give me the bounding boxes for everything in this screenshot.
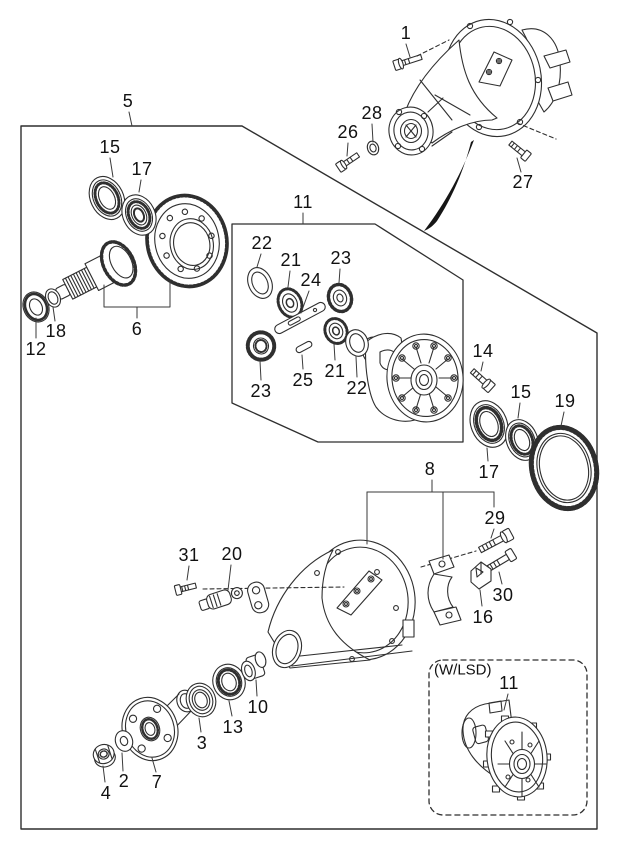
oil-seal-3-drawing	[185, 682, 217, 718]
callout-23-a: 23	[330, 248, 352, 268]
side-gear-21-lower-drawing	[323, 317, 349, 345]
callout-29: 29	[484, 508, 506, 528]
bolt-26-drawing	[335, 152, 361, 173]
bolt-31-drawing	[173, 582, 197, 596]
bearing-13-drawing	[212, 663, 246, 701]
callout-6: 6	[131, 319, 143, 339]
side-bearing-15-drawing	[505, 419, 539, 461]
lsd-option-box	[428, 659, 588, 816]
side-bearing-17-drawing	[469, 400, 509, 448]
callout-18: 18	[45, 321, 67, 341]
callout-28: 28	[361, 103, 383, 123]
callout-5: 5	[122, 91, 134, 111]
companion-flange-7-drawing	[121, 696, 179, 762]
callout-20: 20	[221, 544, 243, 564]
assembly-axis-lines	[416, 39, 557, 140]
gear-set-box	[231, 223, 464, 443]
callout-26: 26	[337, 122, 359, 142]
callout-11: 11	[293, 192, 313, 212]
leader-lines	[35, 43, 565, 783]
callout-10: 10	[247, 697, 269, 717]
pinion-shaft-24-drawing	[274, 301, 326, 335]
case-ribs	[396, 346, 454, 410]
callout-24: 24	[300, 270, 322, 290]
bolt-14-drawing	[469, 368, 496, 393]
callout-22-b: 22	[346, 378, 368, 398]
callout-14: 14	[472, 341, 494, 361]
callout-16: 16	[472, 607, 494, 627]
washer-2-drawing	[114, 730, 134, 752]
differential-carrier-drawing	[388, 18, 573, 156]
callout-4: 4	[100, 783, 112, 803]
differential-case-drawing	[361, 333, 464, 423]
callout-3: 3	[196, 733, 208, 753]
callout-13: 13	[222, 717, 244, 737]
lsd-box-caption: (W/LSD)	[434, 661, 492, 679]
callout-1: 1	[400, 23, 412, 43]
nut-4-drawing	[92, 743, 116, 768]
pinion-gear-23-lower-drawing	[245, 330, 277, 362]
drive-pinion-drawing	[55, 240, 138, 300]
abs-tone-ring-19-drawing	[528, 424, 600, 512]
swoosh-arrow	[424, 140, 474, 231]
callout-8: 8	[424, 459, 436, 479]
callout-17-a: 17	[131, 159, 153, 179]
callout-30: 30	[492, 585, 514, 605]
pinion-bearing-inner-drawing	[121, 194, 157, 236]
sensor-assembly-axis-line	[202, 586, 345, 590]
bolt-29-drawing	[478, 527, 515, 554]
lsd-differential-drawing	[461, 699, 552, 801]
lock-plate-16-drawing	[470, 561, 492, 590]
thrust-washer-22-upper-drawing	[247, 267, 273, 299]
thrust-washer-22-lower-drawing	[345, 329, 369, 357]
callout-15-b: 15	[510, 382, 532, 402]
callout-11-lsd: 11	[499, 673, 519, 693]
pinion-bearing-outer-drawing	[88, 175, 126, 221]
bolt-27-drawing	[508, 140, 532, 162]
bolt-1-drawing	[392, 54, 423, 71]
callout-27: 27	[512, 172, 534, 192]
washer-28-drawing	[366, 140, 380, 156]
callout-17-b: 17	[478, 462, 500, 482]
callout-2: 2	[118, 771, 130, 791]
callout-31: 31	[178, 545, 200, 565]
oil-seal-12-drawing	[22, 291, 50, 323]
speed-sensor-20-drawing	[198, 587, 243, 611]
bearing-cap-drawing	[427, 554, 462, 626]
callout-15-a: 15	[99, 137, 121, 157]
callout-12: 12	[25, 339, 47, 359]
callout-25: 25	[292, 370, 314, 390]
ring-gear-drawing	[145, 193, 229, 289]
callout-21-a: 21	[280, 250, 302, 270]
main-border	[20, 125, 598, 830]
callout-21-b: 21	[324, 361, 346, 381]
pinion-gear-23-upper-drawing	[326, 282, 354, 314]
lock-pin-25-drawing	[295, 340, 313, 354]
sensor-bracket-plate-drawing	[247, 581, 270, 614]
spacer-10-drawing	[240, 651, 267, 682]
axle-housing-drawing	[267, 539, 416, 669]
callout-7: 7	[151, 772, 163, 792]
callout-19: 19	[554, 391, 576, 411]
callout-22-a: 22	[251, 233, 273, 253]
callout-23-b: 23	[250, 381, 272, 401]
